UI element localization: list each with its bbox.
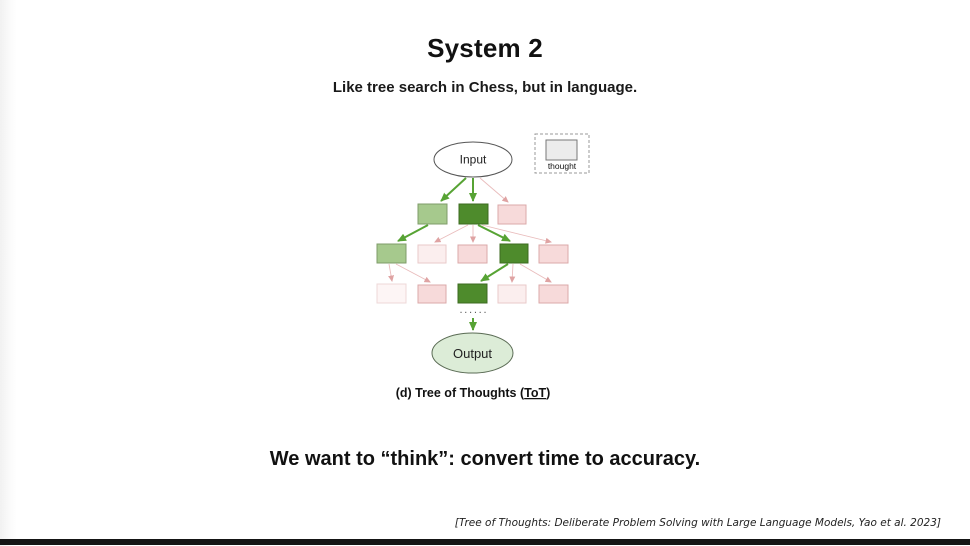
bottom-edge-bar	[0, 539, 970, 545]
edge-pruned-branch	[481, 224, 552, 244]
thought-node-pink_faint	[376, 283, 407, 304]
thought-node-pink	[497, 204, 527, 225]
thought-node-green_light	[376, 243, 407, 264]
thought-node-green_light	[417, 203, 448, 225]
slide-subtitle: Like tree search in Chess, but in langua…	[332, 79, 638, 96]
caption-prefix: (d) Tree of Thoughts (	[396, 386, 525, 400]
caption-tot-abbrev: ToT	[524, 386, 546, 400]
edge-pruned-branch	[519, 263, 552, 283]
thought-node-pink	[417, 284, 447, 304]
thought-node-green_dark	[499, 243, 529, 264]
edge-pruned-branch	[509, 263, 516, 283]
thought-node-pink	[538, 244, 569, 264]
caption-suffix: )	[546, 386, 550, 400]
thought-box-sample	[545, 139, 578, 161]
tree-nodes	[376, 203, 569, 304]
edge-selected-branch	[397, 224, 429, 242]
output-node	[431, 332, 514, 374]
edge-pruned-branch	[479, 177, 509, 203]
thought-node-pink_light	[417, 244, 447, 264]
edge-selected-branch	[477, 224, 511, 242]
left-edge-strip	[0, 0, 17, 546]
thought-node-green_dark	[458, 203, 489, 225]
thought-node-green_dark	[457, 283, 488, 304]
figure-caption: (d) Tree of Thoughts (ToT)	[396, 386, 551, 400]
input-node-label: Input	[460, 153, 487, 167]
edge-selected-branch	[440, 177, 467, 202]
citation-reference: [Tree of Thoughts: Deliberate Problem So…	[454, 517, 941, 529]
thought-node-pink_light	[497, 284, 527, 304]
slide-title: System 2	[427, 33, 543, 63]
tree-edges	[388, 177, 552, 331]
edge-pruned-branch	[388, 263, 394, 282]
thought-node-pink	[538, 284, 569, 304]
ellipsis-dots: ......	[459, 307, 488, 316]
output-node-label: Output	[453, 346, 492, 361]
edge-pruned-branch	[434, 224, 469, 243]
legend-label: thought	[548, 161, 577, 171]
key-statement: We want to “think”: convert time to accu…	[269, 448, 701, 470]
thought-legend: thought	[534, 133, 590, 174]
edge-selected-branch	[480, 263, 509, 282]
thought-node-pink	[457, 244, 488, 264]
edge-pruned-branch	[395, 263, 431, 283]
input-node	[433, 141, 513, 178]
